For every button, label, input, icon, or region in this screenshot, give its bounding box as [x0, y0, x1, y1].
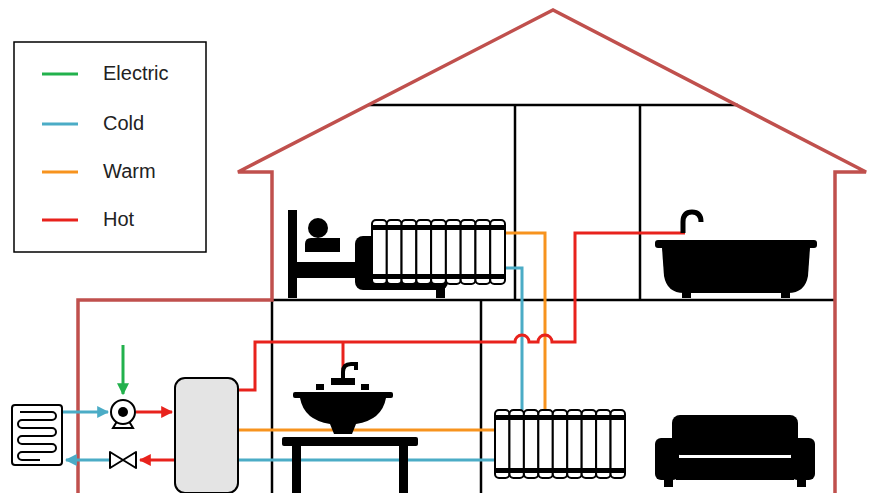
radiator-bar: [495, 468, 625, 473]
inner-walls: [272, 105, 835, 493]
radiator-bar: [495, 415, 625, 420]
radiator-bar: [372, 225, 505, 230]
radiator-fin: [553, 410, 567, 478]
radiator-fin: [538, 410, 552, 478]
legend-label: Cold: [103, 111, 144, 135]
radiator-bar: [372, 274, 505, 279]
legend-swatch: [42, 171, 78, 174]
radiator-icon: [495, 410, 625, 478]
legend-label: Hot: [103, 207, 134, 231]
legend-frame: [14, 42, 206, 252]
radiator-fin: [582, 410, 596, 478]
legend-label: Warm: [103, 159, 156, 183]
radiator-fin: [567, 410, 581, 478]
radiator-fin: [495, 410, 509, 478]
legend-swatch: [42, 123, 78, 126]
sofa-icon: [655, 415, 815, 487]
electric-feed: [122, 345, 125, 394]
valve-symbol: [110, 452, 136, 468]
pump-symbol: [111, 400, 135, 428]
table-icon: [282, 437, 418, 493]
legend-swatch: [42, 73, 78, 76]
radiator-fin: [524, 410, 538, 478]
legend-swatch: [42, 219, 78, 222]
radiator-fin: [611, 410, 625, 478]
bathtub-icon: [655, 212, 817, 298]
bed-icon: [288, 210, 448, 298]
radiator-fin: [509, 410, 523, 478]
storage-tank: [175, 378, 238, 493]
sink-icon: [293, 364, 393, 434]
radiator-icon: [372, 220, 505, 284]
heat-exchanger: [12, 405, 62, 465]
legend-label: Electric: [103, 61, 169, 85]
radiator-fin: [596, 410, 610, 478]
